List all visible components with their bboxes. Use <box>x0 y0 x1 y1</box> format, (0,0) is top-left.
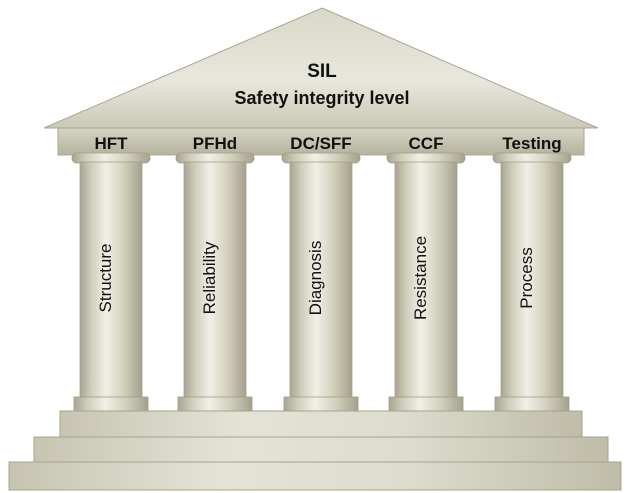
pillar-headers: HFT PFHd DC/SFF CCF Testing <box>94 134 561 153</box>
pillar-header-pfhd: PFHd <box>193 134 237 153</box>
roof-title: SIL <box>307 61 337 82</box>
pillar-base <box>388 396 464 412</box>
pillar-base <box>177 396 253 412</box>
pillar-label-process: Process <box>517 247 536 308</box>
pillar-header-dc-sff: DC/SFF <box>290 134 351 153</box>
pillar-capital <box>175 152 255 164</box>
pillar-resistance: Resistance <box>386 152 466 412</box>
pillar-capital <box>386 152 466 164</box>
pillar-header-ccf: CCF <box>409 134 444 153</box>
pillar-label-reliability: Reliability <box>200 241 219 314</box>
pillar-shaft <box>394 161 458 399</box>
step-bottom <box>8 461 622 491</box>
pillar-diagnosis: Diagnosis <box>281 152 361 412</box>
pillar-label-diagnosis: Diagnosis <box>306 241 325 316</box>
pillar-shaft <box>289 161 353 399</box>
pillar-capital <box>71 152 151 164</box>
pillar-label-resistance: Resistance <box>411 236 430 320</box>
pillar-capital <box>492 152 572 164</box>
pillar-base <box>494 396 570 412</box>
pillar-capital <box>281 152 361 164</box>
pillar-label-structure: Structure <box>96 244 115 313</box>
step-top <box>59 410 583 438</box>
pillar-header-testing: Testing <box>502 134 561 153</box>
pillar-reliability: Reliability <box>175 152 255 412</box>
pillar-base <box>283 396 359 412</box>
step-middle <box>33 436 609 463</box>
pillar-shaft <box>500 161 564 399</box>
roof-subtitle: Safety integrity level <box>234 88 409 108</box>
architrave-beam <box>57 127 585 156</box>
pillar-base <box>73 396 149 412</box>
pillar-shaft <box>79 161 143 399</box>
temple-steps <box>8 410 622 491</box>
pillar-header-hft: HFT <box>94 134 128 153</box>
pillar-process: Process <box>492 152 572 412</box>
pillar-structure: Structure <box>71 152 151 412</box>
pillar-shaft <box>183 161 247 399</box>
